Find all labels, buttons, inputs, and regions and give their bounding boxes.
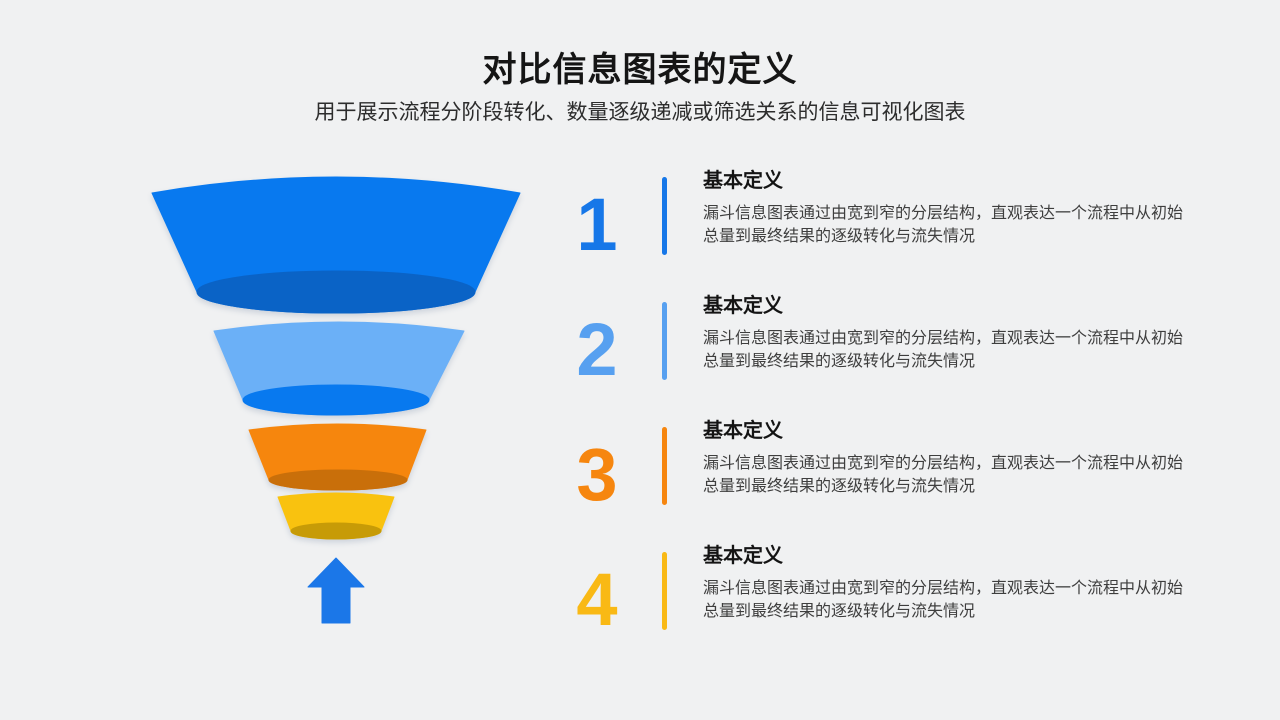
list-item: 4 基本定义 漏斗信息图表通过由宽到窄的分层结构，直观表达一个流程中从初始总量到… [560, 540, 1210, 652]
item-number: 1 [576, 183, 618, 266]
funnel-diagram [151, 176, 521, 624]
item-body: 漏斗信息图表通过由宽到窄的分层结构，直观表达一个流程中从初始总量到最终结果的逐级… [703, 455, 1184, 495]
funnel-layer-2 [213, 321, 465, 416]
page-subtitle: 用于展示流程分阶段转化、数量逐级递减或筛选关系的信息可视化图表 [314, 101, 966, 124]
item-text: 基本定义 漏斗信息图表通过由宽到窄的分层结构，直观表达一个流程中从初始总量到最终… [703, 168, 1195, 248]
item-body: 漏斗信息图表通过由宽到窄的分层结构，直观表达一个流程中从初始总量到最终结果的逐级… [703, 330, 1184, 370]
item-body: 漏斗信息图表通过由宽到窄的分层结构，直观表达一个流程中从初始总量到最终结果的逐级… [703, 580, 1184, 620]
item-heading: 基本定义 [703, 545, 783, 567]
item-heading: 基本定义 [703, 170, 783, 192]
accent-bar [662, 177, 667, 255]
funnel-layer-4 [277, 492, 395, 540]
item-number: 4 [576, 558, 618, 641]
item-text: 基本定义 漏斗信息图表通过由宽到窄的分层结构，直观表达一个流程中从初始总量到最终… [703, 418, 1195, 498]
accent-bar [662, 427, 667, 505]
list-item: 2 基本定义 漏斗信息图表通过由宽到窄的分层结构，直观表达一个流程中从初始总量到… [560, 290, 1210, 402]
item-text: 基本定义 漏斗信息图表通过由宽到窄的分层结构，直观表达一个流程中从初始总量到最终… [703, 543, 1195, 623]
item-body: 漏斗信息图表通过由宽到窄的分层结构，直观表达一个流程中从初始总量到最终结果的逐级… [703, 205, 1184, 245]
page-title: 对比信息图表的定义 [482, 51, 798, 89]
funnel-layer-2-inner [242, 384, 430, 416]
funnel-layer-4-inner [290, 522, 382, 540]
funnel-layer-3-inner [268, 469, 408, 491]
list-item: 1 基本定义 漏斗信息图表通过由宽到窄的分层结构，直观表达一个流程中从初始总量到… [560, 165, 1210, 277]
list-item: 3 基本定义 漏斗信息图表通过由宽到窄的分层结构，直观表达一个流程中从初始总量到… [560, 415, 1210, 527]
accent-bar [662, 302, 667, 380]
item-heading: 基本定义 [703, 420, 783, 442]
item-heading: 基本定义 [703, 295, 783, 317]
item-number: 3 [576, 433, 618, 516]
item-number: 2 [576, 308, 618, 391]
arrow-up-icon [307, 557, 365, 624]
funnel-layer-1 [151, 176, 521, 314]
funnel-layer-3 [248, 423, 427, 491]
item-text: 基本定义 漏斗信息图表通过由宽到窄的分层结构，直观表达一个流程中从初始总量到最终… [703, 293, 1195, 373]
accent-bar [662, 552, 667, 630]
funnel-layer-1-inner [196, 270, 476, 314]
